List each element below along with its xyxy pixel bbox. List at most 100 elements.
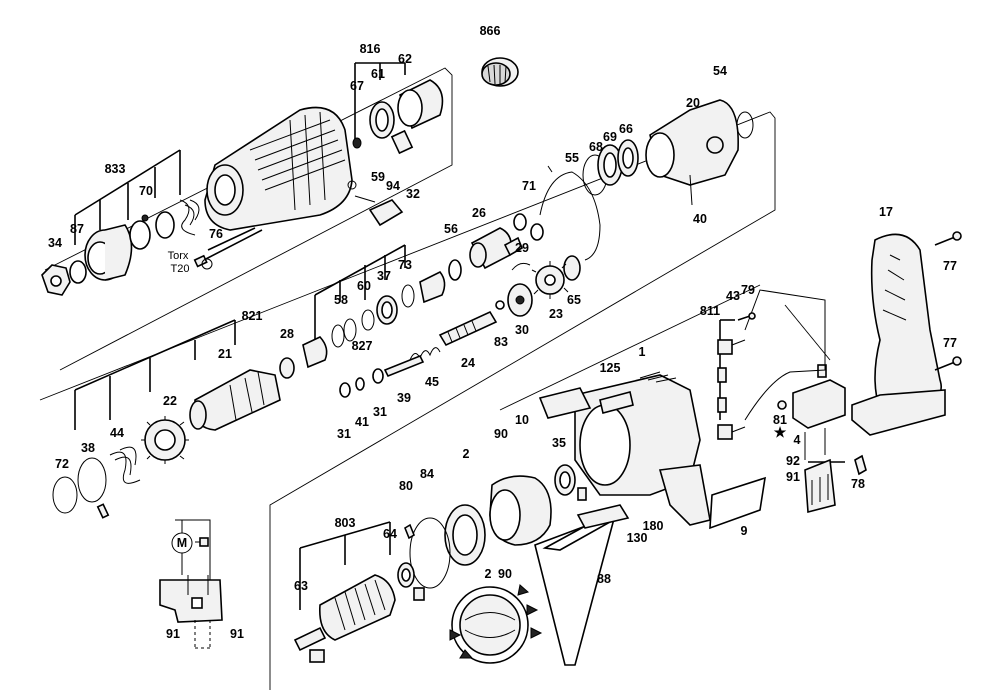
label-63: 63: [294, 579, 308, 593]
label-59: 59: [371, 170, 385, 184]
label-9: 9: [741, 524, 748, 538]
label-17: 17: [879, 205, 893, 219]
label-60: 60: [357, 279, 371, 293]
wiring-schematic: [159, 519, 223, 649]
label-130: 130: [627, 531, 648, 545]
bushing-62: [352, 79, 444, 155]
labels-plates: [534, 476, 766, 666]
label-31-right: 31: [373, 405, 387, 419]
tool-holder-parts-833: [41, 199, 200, 296]
piston-parts: [279, 259, 462, 379]
needle-bearing-866: [481, 57, 519, 87]
handle-17: [851, 233, 946, 436]
label-26: 26: [472, 206, 486, 220]
label-29: 29: [515, 241, 529, 255]
label-4: 4: [794, 433, 801, 447]
label-61: 61: [371, 67, 385, 81]
label-23: 23: [549, 307, 563, 321]
stator-bottom-view: [449, 584, 543, 664]
drive-gear-parts: [469, 213, 581, 317]
brush-holders-811: [717, 289, 826, 440]
label-73: 73: [398, 258, 412, 272]
label-38: 38: [81, 441, 95, 455]
label-44: 44: [110, 426, 124, 440]
label-816: 816: [360, 42, 381, 56]
label-67: 67: [350, 79, 364, 93]
label-30: 30: [515, 323, 529, 337]
label-20: 20: [686, 96, 700, 110]
label-866: 866: [480, 24, 501, 38]
label-81: 81: [773, 413, 787, 427]
label-91-right: 91: [786, 470, 800, 484]
hammer-housing: [204, 106, 353, 231]
label-28: 28: [280, 327, 294, 341]
label-21: 21: [218, 347, 232, 361]
star-icon: ★: [774, 424, 787, 440]
label-92: 92: [786, 454, 800, 468]
label-83: 83: [494, 335, 508, 349]
label-91-left: 91: [166, 627, 180, 641]
label-72: 72: [55, 457, 69, 471]
locking-parts: [193, 180, 404, 268]
label-34: 34: [48, 236, 62, 250]
label-24: 24: [461, 356, 475, 370]
label-55: 55: [565, 151, 579, 165]
label-80: 80: [399, 479, 413, 493]
label-43: 43: [726, 289, 740, 303]
label-54: 54: [713, 64, 727, 78]
label-45: 45: [425, 375, 439, 389]
label-2-bottom: 2: [485, 567, 492, 581]
label-58: 58: [334, 293, 348, 307]
label-66: 66: [619, 122, 633, 136]
label-91-schematic: 91: [230, 627, 244, 641]
motor-housing-1: [538, 371, 711, 526]
label-41: 41: [355, 415, 369, 429]
label-10: 10: [515, 413, 529, 427]
stator-90: [404, 464, 587, 589]
label-76: 76: [209, 227, 223, 241]
label-70: 70: [139, 184, 153, 198]
label-71: 71: [522, 179, 536, 193]
motor-symbol-icon: M: [177, 536, 187, 550]
torx-icon: [201, 258, 213, 270]
gear-housing-parts: [539, 99, 754, 261]
armature-803: [293, 562, 425, 663]
label-94: 94: [386, 179, 400, 193]
label-1: 1: [639, 345, 646, 359]
torx-label: Torx: [168, 250, 189, 262]
label-87: 87: [70, 222, 84, 236]
label-78: 78: [851, 477, 865, 491]
label-2-top: 2: [463, 447, 470, 461]
switch-4: [792, 364, 846, 514]
label-90-bottom: 90: [498, 567, 512, 581]
label-62: 62: [398, 52, 412, 66]
label-68: 68: [589, 140, 603, 154]
label-22: 22: [163, 394, 177, 408]
label-65: 65: [567, 293, 581, 307]
label-821: 821: [242, 309, 263, 323]
label-84: 84: [420, 467, 434, 481]
small-fittings: [207, 227, 962, 476]
label-31-left: 31: [337, 427, 351, 441]
label-77-bottom: 77: [943, 336, 957, 350]
label-69: 69: [603, 130, 617, 144]
label-803: 803: [335, 516, 356, 530]
label-833: 833: [105, 162, 126, 176]
shaft-parts: [339, 310, 498, 398]
label-180: 180: [643, 519, 664, 533]
label-88: 88: [597, 572, 611, 586]
part-labels: 816 866 61 62 67 54 20 833 70 59 94 32 8…: [48, 24, 957, 641]
label-827: 827: [352, 339, 373, 353]
label-77-top: 77: [943, 259, 957, 273]
label-79: 79: [741, 283, 755, 297]
label-32: 32: [406, 187, 420, 201]
tool-holder-821: [52, 369, 281, 519]
label-40: 40: [693, 212, 707, 226]
label-125: 125: [600, 361, 621, 375]
torx-size: T20: [171, 263, 190, 275]
label-37: 37: [377, 269, 391, 283]
label-90-top: 90: [494, 427, 508, 441]
label-35: 35: [552, 436, 566, 450]
label-64: 64: [383, 527, 397, 541]
label-39: 39: [397, 391, 411, 405]
